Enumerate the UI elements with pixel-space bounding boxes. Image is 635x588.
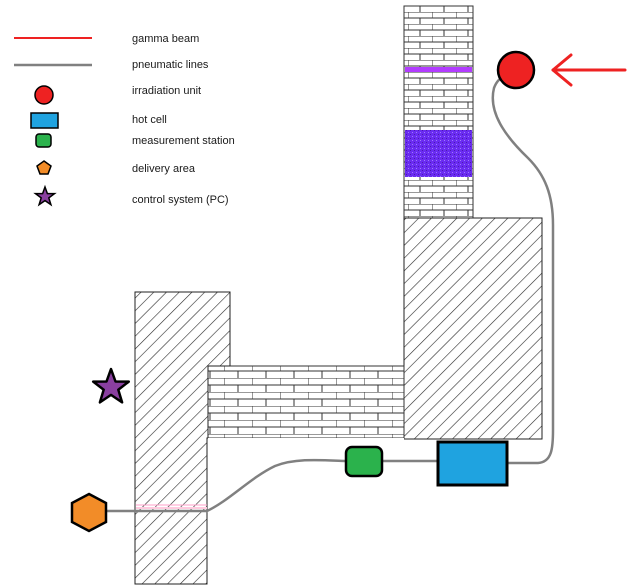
measurement-station-box (344, 445, 384, 478)
legend-label-irradiation-unit: irradiation unit (132, 85, 201, 97)
brick-wall-horizontal (207, 365, 405, 439)
delivery-area-legend-icon (36, 160, 52, 175)
irradiation-unit-legend-icon (34, 85, 54, 105)
legend: gamma beam pneumatic lines irradiation u… (14, 33, 235, 207)
components (70, 50, 536, 533)
concrete-wall-right (403, 217, 543, 440)
brick-shaft-wall (403, 5, 474, 219)
control-system-legend-icon (33, 184, 57, 207)
corridor-floor (208, 438, 404, 442)
pneumatic-line-delivery (104, 458, 348, 513)
irradiation-unit-circle (496, 50, 536, 90)
hot-cell-legend-icon (30, 112, 59, 129)
legend-label-gamma-beam: gamma beam (132, 33, 199, 45)
measurement-station-legend-icon (35, 133, 52, 148)
hot-cell-box (436, 440, 509, 487)
pneumatic-line-irradiation (491, 74, 555, 465)
legend-label-pneumatic-lines: pneumatic lines (132, 59, 209, 71)
pneumatic-lines (104, 74, 555, 513)
shield-strip (405, 67, 472, 72)
control-system-star (91, 367, 131, 404)
legend-label-control-system: control system (PC) (132, 194, 229, 206)
red-arrow-icon (551, 53, 627, 87)
legend-label-measurement-station: measurement station (132, 135, 235, 147)
legend-label-delivery-area: delivery area (132, 163, 196, 175)
legend-label-hot-cell: hot cell (132, 114, 167, 126)
delivery-area-hexagon (70, 492, 108, 533)
shield-block (405, 130, 472, 177)
